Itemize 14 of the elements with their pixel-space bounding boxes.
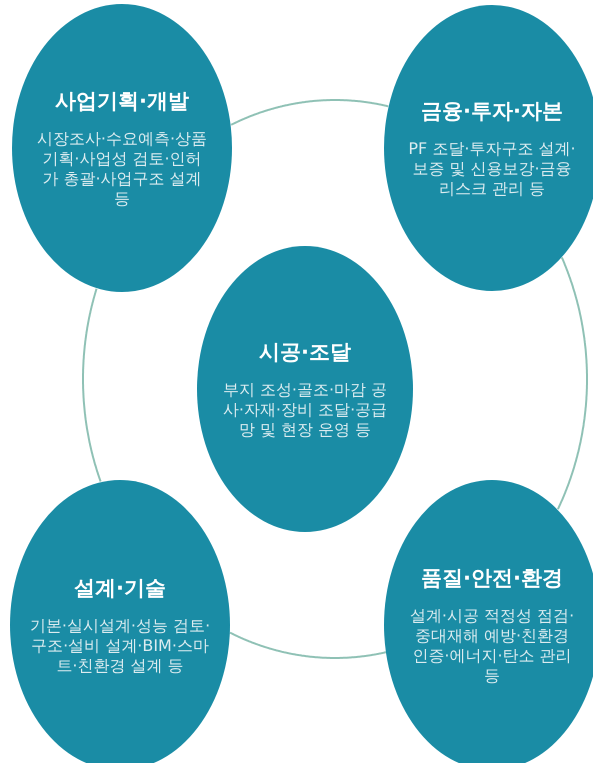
topic-title: 설계·기술 <box>74 575 166 602</box>
topic-description: PF 조달·투자구조 설계·보증 및 신용보강·금융 리스크 관리 등 <box>407 139 577 199</box>
connector-arc <box>82 288 102 482</box>
topic-description: 기본·실시설계·성능 검토·구조·설비 설계·BIM·스마트·친환경 설계 등 <box>28 616 212 676</box>
topic-title: 시공·조달 <box>259 339 351 366</box>
connector-arc <box>557 257 588 510</box>
topic-description: 시장조사·수요예측·상품 기획·사업성 검토·인허가 총괄·사업구조 설계 등 <box>36 129 208 209</box>
topic-title: 금융·투자·자본 <box>421 98 563 125</box>
topic-title: 사업기획·개발 <box>55 88 189 115</box>
connector-arc <box>230 632 386 659</box>
topic-description: 부지 조성·골조·마감 공사·자재·장비 조달·공급망 및 현장 운영 등 <box>222 380 388 440</box>
topic-title: 품질·안전·환경 <box>421 565 563 592</box>
topic-description: 설계·시공 적정성 점검·중대재해 예방·친환경 인증·에너지·탄소 관리 등 <box>408 606 576 686</box>
connector-arc <box>230 99 388 126</box>
